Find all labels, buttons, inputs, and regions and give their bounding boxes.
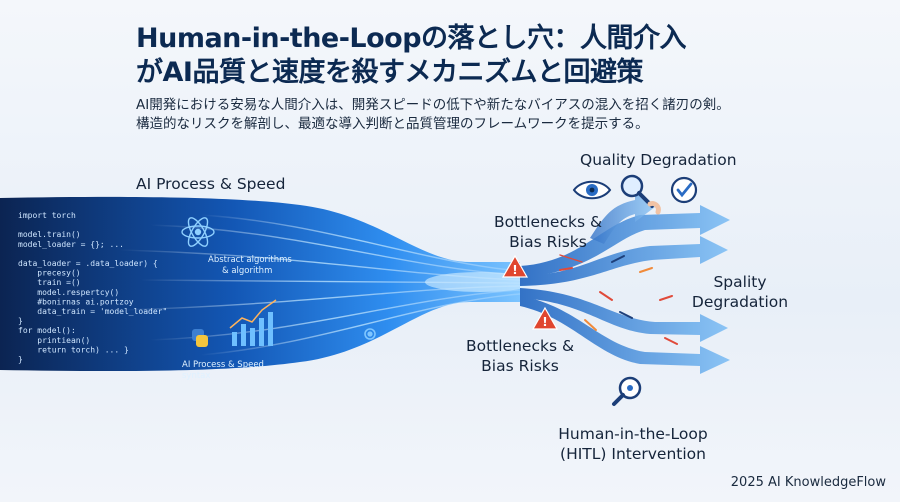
syntax-label-1: AI Process & Speed — [182, 360, 264, 370]
spality-line-2: Degradation — [691, 293, 789, 311]
title-line-1: Human-in-the-Loopの落とし穴：人間介入 — [136, 23, 687, 54]
code-line: data_train = 'model_loader" — [18, 307, 167, 316]
bottlenecks-bottom-label: Bottlenecks & Bias Risks — [460, 336, 580, 376]
title-line-2: がAI品質と速度を殺すメカニズムと回避策 — [136, 57, 643, 88]
hitl-line-2: (HITL) Intervention — [560, 445, 706, 463]
code-line: import torch — [18, 211, 76, 220]
code-line: for model(): — [18, 326, 76, 335]
page-title: Human-in-the-Loopの落とし穴：人間介入 がAI品質と速度を殺すメ… — [136, 22, 836, 90]
funnel-body — [0, 196, 520, 372]
subtitle-line-2: 構造的なリスクを解剖し、最適な導入判断と品質管理のフレームワークを提示する。 — [136, 116, 649, 132]
spality-line-1: Spality — [713, 273, 767, 291]
scatter-dashes — [559, 254, 678, 345]
spality-degradation-label: Spality Degradation — [690, 272, 790, 312]
code-line: precesy() — [18, 269, 81, 278]
bottlenecks-top-label: Bottlenecks & Bias Risks — [488, 212, 608, 252]
code-line: #bonirnas ai.portzoy — [18, 297, 134, 306]
code-line: } — [18, 355, 23, 364]
process-speed-label: AI Process & Speed — [136, 175, 286, 193]
gear-icon — [364, 328, 376, 340]
code-line: train =() — [18, 278, 81, 287]
atom-icon — [181, 217, 215, 247]
magnifier-icon — [620, 174, 661, 215]
bottlenecks-top-line-2: Bias Risks — [509, 233, 587, 251]
code-line: model_loader = {}; ... — [18, 240, 124, 249]
code-line: model.respertcy() — [18, 288, 119, 297]
code-block: import torch model.train()model_loader = … — [18, 211, 167, 364]
hitl-line-1: Human-in-the-Loop — [558, 425, 708, 443]
svg-text:!: ! — [542, 315, 547, 329]
warning-icon: ! — [531, 306, 559, 330]
footer-credit: 2025 AI KnowledgeFlow — [730, 475, 886, 490]
python-icon — [192, 329, 208, 347]
abstract-label-2: & algorithm — [222, 266, 272, 276]
magnifier-icon — [612, 376, 642, 406]
code-line: printiean() — [18, 336, 90, 345]
svg-text:!: ! — [512, 263, 517, 277]
diverging-arrows — [520, 192, 730, 374]
subtitle-line-1: AI開発における安易な人間介入は、開発スピードの低下や新たなバイアスの混入を招く… — [136, 97, 730, 113]
bottlenecks-bottom-line-1: Bottlenecks & — [465, 337, 575, 355]
code-line: return torch) ... } — [18, 345, 129, 354]
bottlenecks-top-line-1: Bottlenecks & — [493, 213, 603, 231]
eye-icon — [572, 180, 612, 200]
code-line: data_loader = .data_loader) { — [18, 259, 158, 268]
check-icon — [670, 176, 698, 204]
bar-chart-icon — [229, 299, 277, 346]
page-subtitle: AI開発における安易な人間介入は、開発スピードの低下や新たなバイアスの混入を招く… — [136, 96, 836, 134]
quality-degradation-label: Quality Degradation — [580, 151, 737, 169]
bottlenecks-bottom-line-2: Bias Risks — [481, 357, 559, 375]
hitl-label: Human-in-the-Loop (HITL) Intervention — [548, 424, 718, 464]
warning-icon: ! — [501, 254, 529, 278]
syntax-label-2: syntax — [182, 371, 210, 381]
code-line: } — [18, 317, 23, 326]
abstract-label-1: Abstract algorithms — [208, 255, 292, 265]
code-line: model.train() — [18, 230, 81, 239]
